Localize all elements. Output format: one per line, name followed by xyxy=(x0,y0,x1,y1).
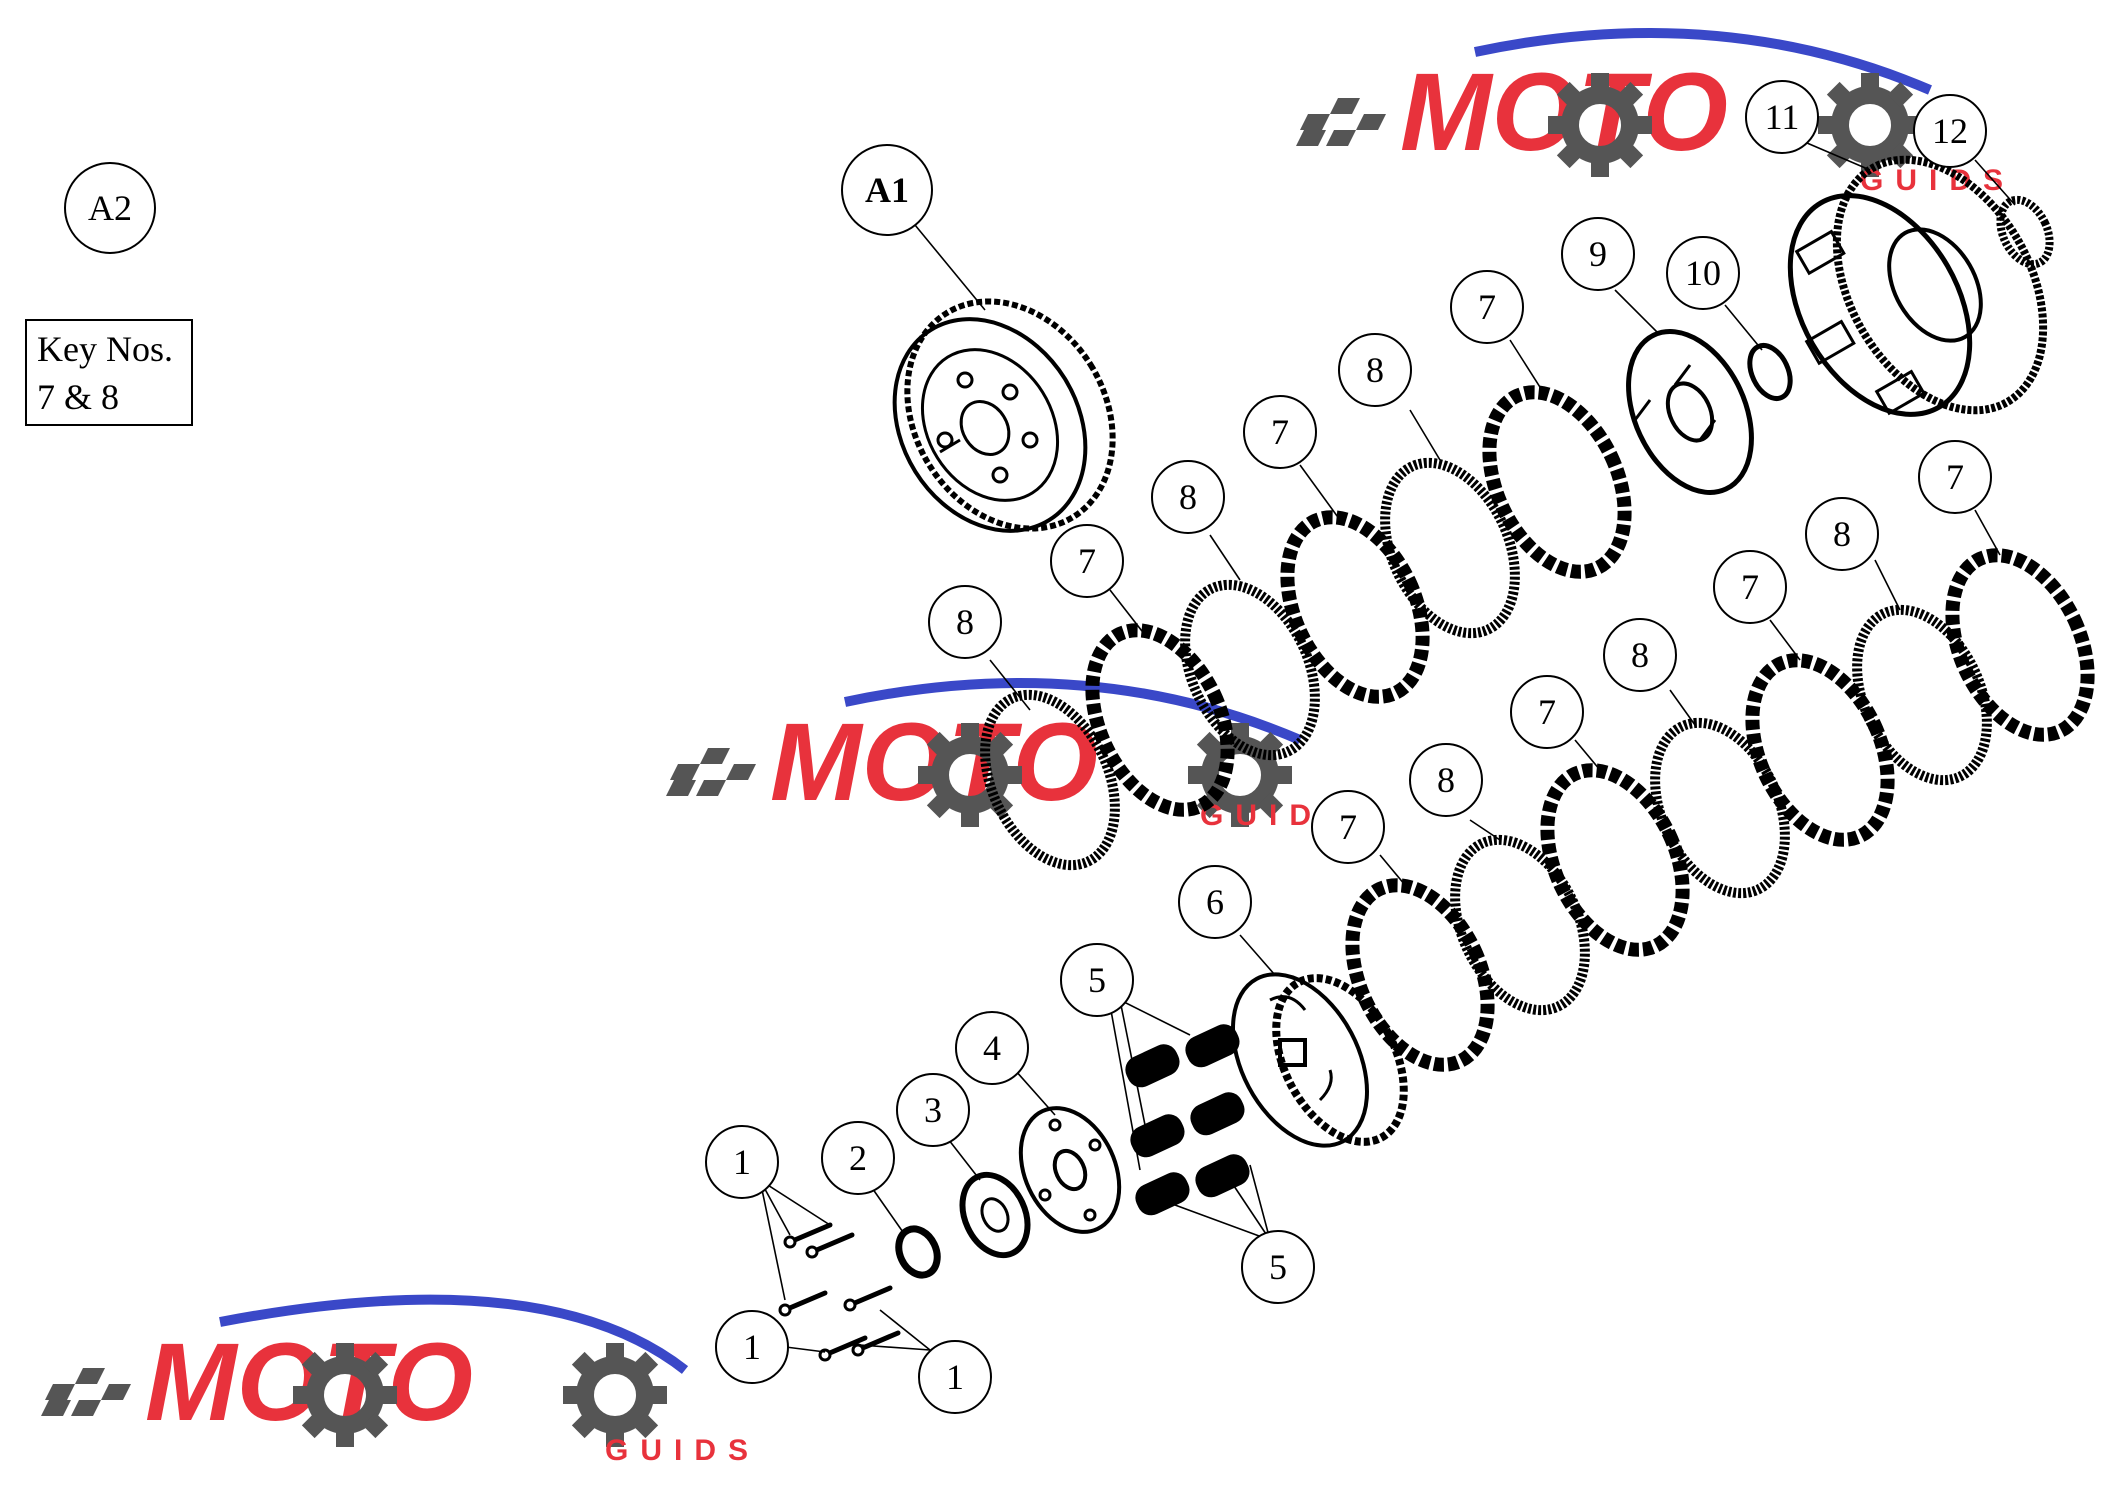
callout-11: 11 xyxy=(1745,80,1819,154)
svg-text:7: 7 xyxy=(1078,541,1096,581)
callout-5: 5 xyxy=(1060,943,1134,1017)
svg-text:5: 5 xyxy=(1269,1247,1287,1287)
svg-text:10: 10 xyxy=(1685,253,1721,293)
callout-1: 1 xyxy=(715,1310,789,1384)
plate-set-upper xyxy=(980,385,1632,871)
svg-text:3: 3 xyxy=(924,1090,942,1130)
key-numbers-box: Key Nos. 7 & 8 xyxy=(25,319,193,426)
friction-plate xyxy=(1345,878,1495,1072)
collar-2 xyxy=(895,1225,941,1279)
svg-text:A2: A2 xyxy=(88,188,132,228)
svg-text:8: 8 xyxy=(1833,514,1851,554)
plate-set-lower xyxy=(1345,548,2095,1072)
svg-text:5: 5 xyxy=(1088,960,1106,1000)
friction-plate xyxy=(1945,548,2095,742)
svg-text:7: 7 xyxy=(1339,807,1357,847)
callout-12: 12 xyxy=(1913,94,1987,168)
callout-8: 8 xyxy=(928,585,1002,659)
watermark-logo-bottom: MOTO GUIDS xyxy=(41,1294,760,1467)
clutch-springs-5 xyxy=(1125,1024,1250,1216)
callout-7: 7 xyxy=(1713,550,1787,624)
key-box-line-1: Key Nos. xyxy=(37,329,173,369)
svg-text:8: 8 xyxy=(1437,760,1455,800)
svg-text:8: 8 xyxy=(956,602,974,642)
friction-plate xyxy=(1482,385,1632,579)
lifter-plate-4 xyxy=(1018,1106,1122,1234)
leader-lines xyxy=(759,139,2016,1353)
plain-plate xyxy=(980,689,1120,871)
callout-9: 9 xyxy=(1561,217,1635,291)
svg-text:8: 8 xyxy=(1366,350,1384,390)
callout-8: 8 xyxy=(1338,333,1412,407)
pressure-plate-9 xyxy=(1626,329,1754,495)
plain-plate xyxy=(1380,457,1520,639)
callout-7: 7 xyxy=(1918,440,1992,514)
thrust-washer-10 xyxy=(1747,343,1793,401)
svg-text:1: 1 xyxy=(733,1142,751,1182)
callout-8: 8 xyxy=(1151,460,1225,534)
svg-text:7: 7 xyxy=(1538,692,1556,732)
watermark-sub-text: GUIDS xyxy=(605,1434,760,1467)
plain-plate xyxy=(1650,717,1790,899)
friction-plate xyxy=(1280,510,1430,704)
bolts-1 xyxy=(778,1222,901,1362)
needle-bearing-12 xyxy=(1996,195,2054,269)
clutch-assembly-a1 xyxy=(892,298,1116,533)
callout-1: 1 xyxy=(918,1340,992,1414)
callout-1: 1 xyxy=(705,1125,779,1199)
friction-plate xyxy=(1540,763,1690,957)
callout-a2: A2 xyxy=(64,162,156,254)
svg-text:7: 7 xyxy=(1271,412,1289,452)
callout-3: 3 xyxy=(896,1073,970,1147)
key-box-line-2: 7 & 8 xyxy=(37,377,120,417)
svg-text:6: 6 xyxy=(1206,882,1224,922)
svg-text:1: 1 xyxy=(743,1327,761,1367)
svg-text:11: 11 xyxy=(1765,97,1800,137)
clutch-basket-11 xyxy=(1787,155,2048,417)
callout-2: 2 xyxy=(821,1121,895,1195)
svg-text:7: 7 xyxy=(1478,287,1496,327)
svg-text:9: 9 xyxy=(1589,234,1607,274)
callout-10: 10 xyxy=(1666,236,1740,310)
callout-7: 7 xyxy=(1450,270,1524,344)
svg-text:2: 2 xyxy=(849,1138,867,1178)
callout-7: 7 xyxy=(1050,524,1124,598)
callout-7: 7 xyxy=(1311,790,1385,864)
callout-5: 5 xyxy=(1241,1230,1315,1304)
svg-text:A1: A1 xyxy=(865,170,909,210)
svg-text:7: 7 xyxy=(1946,457,1964,497)
watermark-logo-middle: MOTO GUIDS xyxy=(666,677,1343,832)
callout-a1: A1 xyxy=(841,144,933,236)
callout-8: 8 xyxy=(1805,497,1879,571)
svg-text:4: 4 xyxy=(983,1028,1001,1068)
watermark-logo-top: MOTO GUIDS xyxy=(1296,27,2003,197)
svg-text:12: 12 xyxy=(1932,111,1968,151)
clutch-hub-6 xyxy=(1231,972,1408,1148)
friction-plate xyxy=(1085,623,1235,817)
callout-8: 8 xyxy=(1409,743,1483,817)
callout-4: 4 xyxy=(955,1011,1029,1085)
plain-plate xyxy=(1852,604,1992,786)
callout-7: 7 xyxy=(1510,675,1584,749)
callout-8: 8 xyxy=(1603,618,1677,692)
svg-text:1: 1 xyxy=(946,1357,964,1397)
svg-text:8: 8 xyxy=(1631,635,1649,675)
callout-7: 7 xyxy=(1243,395,1317,469)
svg-text:7: 7 xyxy=(1741,567,1759,607)
svg-text:8: 8 xyxy=(1179,477,1197,517)
callout-6: 6 xyxy=(1178,865,1252,939)
